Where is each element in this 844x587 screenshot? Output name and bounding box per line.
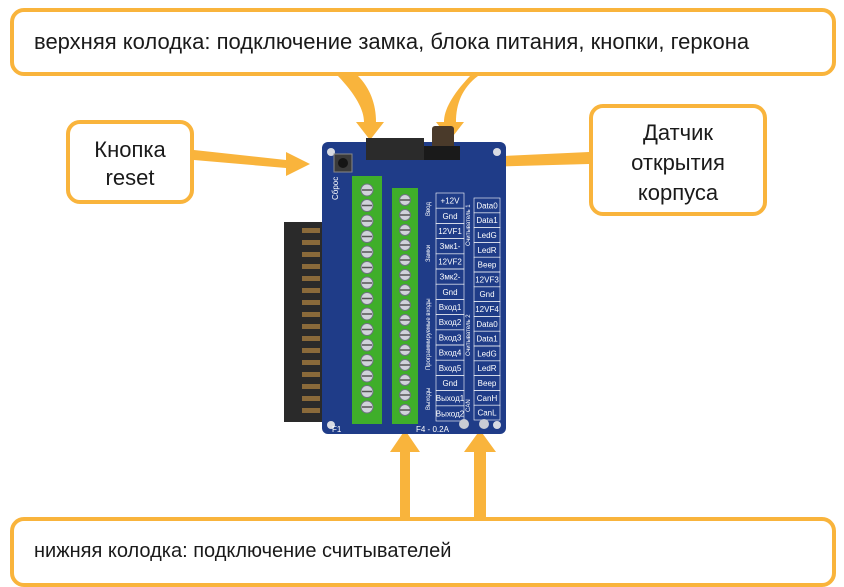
pin-label: 12VF3 — [475, 275, 499, 284]
pin-label: Выход2 — [436, 409, 465, 418]
ribbon-pin — [302, 372, 320, 377]
terminal-block-upper — [352, 176, 382, 424]
bottom-screw-1 — [459, 419, 469, 429]
ribbon-pin — [302, 228, 320, 233]
ribbon-pin — [302, 384, 320, 389]
arrow-top-2 — [436, 76, 478, 140]
reset-callout-line2: reset — [105, 165, 155, 190]
pin-label: +12V — [441, 197, 461, 206]
pin-label: 12VF1 — [438, 227, 462, 236]
ribbon-pin — [302, 288, 320, 293]
arrow-right — [458, 149, 589, 175]
silk-f4: F4 - 0.2A — [416, 425, 450, 434]
pin-label: LedR — [477, 364, 496, 373]
board-diagram: Сброс +12VGnd12VF1Змк1-12VF2Змк2-GndВход… — [194, 76, 589, 517]
reset-button-cap[interactable] — [338, 158, 348, 168]
pin-label: Gnd — [442, 288, 457, 297]
mount-hole-top-right — [493, 148, 501, 156]
ribbon-pin — [302, 396, 320, 401]
bottom-label-column: Data0Data1LedGLedRBeep12VF3Gnd12VF4Data0… — [473, 197, 501, 421]
pin-label: LedR — [477, 246, 496, 255]
pin-label: Вход2 — [439, 318, 462, 327]
pin-label: Beep — [478, 379, 497, 388]
ribbon-pin — [302, 252, 320, 257]
group-inputs: Программируемые входы — [426, 298, 432, 370]
ribbon-pin — [302, 276, 320, 281]
ribbon-pin — [302, 300, 320, 305]
reset-callout-line1: Кнопка — [94, 137, 166, 162]
top-label-column: +12VGnd12VF1Змк1-12VF2Змк2-GndВход1Вход2… — [435, 192, 465, 422]
arrow-bottom-1 — [390, 430, 420, 517]
tamper-callout-line3: корпуса — [637, 180, 719, 205]
mount-hole-bottom-left — [327, 421, 335, 429]
arrow-top-1 — [338, 76, 384, 140]
group-reader1: Считыватель 1 — [466, 204, 472, 246]
ribbon-pin — [302, 312, 320, 317]
pin-label: Beep — [478, 261, 497, 270]
pin-label: Вход3 — [439, 333, 462, 342]
ribbon-pin — [302, 264, 320, 269]
label-cell — [435, 405, 465, 422]
ribbon-pin — [302, 336, 320, 341]
ribbon-pin — [302, 408, 320, 413]
arrows — [194, 76, 589, 517]
pin-label: Gnd — [442, 212, 457, 221]
pin-label: Data0 — [476, 201, 498, 210]
group-zamki: Замки — [426, 245, 432, 262]
pin-label: Gnd — [479, 290, 494, 299]
pin-label: Data1 — [476, 335, 498, 344]
pin-label: CanH — [477, 394, 498, 403]
pin-label: Вход1 — [439, 303, 462, 312]
pin-label: LedG — [477, 349, 497, 358]
pin-label: Вход5 — [439, 364, 462, 373]
ribbon-pin — [302, 240, 320, 245]
ribbon-pins — [302, 228, 320, 413]
silk-reset: Сброс — [331, 177, 340, 200]
pin-label: Gnd — [442, 379, 457, 388]
group-outputs: Выходы — [426, 388, 432, 410]
group-reader2: Считыватель 2 — [466, 314, 472, 356]
group-vvod: Ввод — [426, 202, 432, 216]
terminal-block-lower — [392, 188, 418, 424]
top-terminal-callout: верхняя колодка: подключение замка, блок… — [10, 8, 836, 76]
pin-label: CanL — [477, 409, 497, 418]
pin-label: Змк1- — [440, 242, 461, 251]
arrow-left — [194, 150, 310, 176]
ribbon-pin — [302, 348, 320, 353]
pin-label: Вход4 — [439, 349, 462, 358]
tamper-switch-body — [366, 138, 424, 160]
pin-label: 12VF4 — [475, 305, 499, 314]
tamper-sensor-callout: Датчик открытия корпуса — [589, 104, 767, 216]
tamper-switch-base — [424, 146, 460, 160]
pin-label: Data1 — [476, 216, 498, 225]
ribbon-pin — [302, 360, 320, 365]
mount-hole-bottom-right — [493, 421, 501, 429]
pin-label: Выход1 — [436, 394, 465, 403]
pin-label: LedG — [477, 231, 497, 240]
tamper-callout-line2: открытия — [631, 150, 725, 175]
group-can: CAN — [466, 399, 472, 412]
arrow-bottom-2 — [464, 430, 496, 517]
silk-f1: F1 — [332, 425, 342, 434]
pin-label: Data0 — [476, 320, 498, 329]
bottom-screw-2 — [479, 419, 489, 429]
pin-label: 12VF2 — [438, 257, 462, 266]
ribbon-pin — [302, 324, 320, 329]
reset-button-callout: Кнопка reset — [66, 120, 194, 204]
pin-label: Змк2- — [440, 273, 461, 282]
mount-hole-top-left — [327, 148, 335, 156]
tamper-callout-line1: Датчик — [642, 120, 714, 145]
